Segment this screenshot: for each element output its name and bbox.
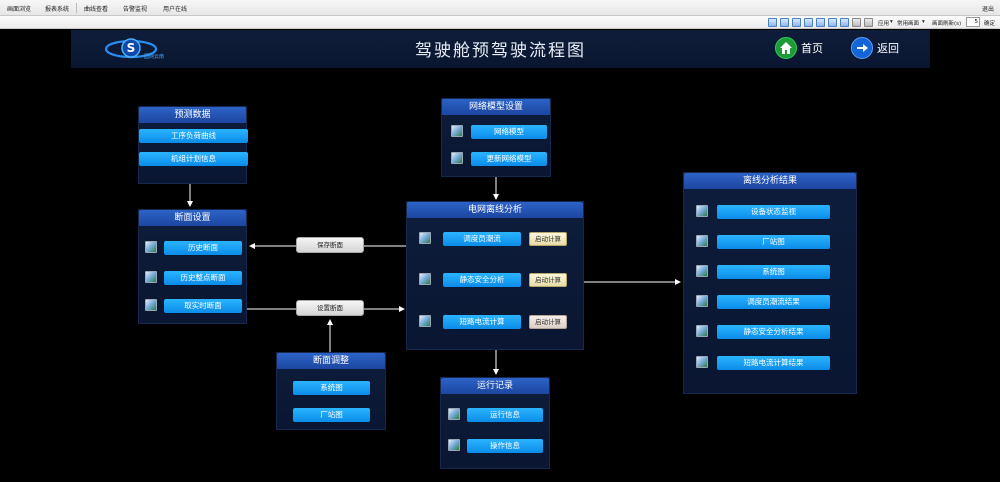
logout-link[interactable]: 退出 <box>981 6 994 13</box>
start-calc-button-short-circuit[interactable]: 启动计算 <box>529 315 567 329</box>
home-icon <box>775 37 797 59</box>
network-model-icon <box>451 125 463 137</box>
hourly-section-button[interactable]: 历史整点断面 <box>164 271 242 285</box>
fit-screen-icon[interactable] <box>840 18 849 27</box>
run-info-button[interactable]: 运行信息 <box>467 408 543 422</box>
common-screen-dropdown-arrow[interactable]: ▾ <box>922 19 925 25</box>
static-security-result-icon <box>696 325 708 337</box>
next-page-icon[interactable] <box>792 18 801 27</box>
save-section-button[interactable]: 保存断面 <box>296 237 364 253</box>
run-log-panel: 运行记录 运行信息 操作信息 <box>440 377 550 469</box>
panel-title: 预测数据 <box>139 107 246 123</box>
panel-title: 运行记录 <box>441 378 549 394</box>
menu-divider <box>76 3 77 13</box>
device-monitor-icon <box>696 205 708 217</box>
static-security-icon <box>419 273 431 285</box>
station-diagram-icon <box>696 235 708 247</box>
history-section-button[interactable]: 历史断面 <box>164 241 242 255</box>
back-button[interactable]: 返回 <box>851 36 899 60</box>
apply-dropdown[interactable]: 应用 <box>878 21 890 27</box>
back-label: 返回 <box>877 42 899 55</box>
result-station-diagram-button[interactable]: 厂站图 <box>717 235 830 249</box>
short-circuit-icon <box>419 315 431 327</box>
refresh-interval-label: 画面刷新(s) <box>932 21 962 27</box>
menu-item-online-users[interactable]: 用户在线 <box>163 6 188 13</box>
static-security-result-button[interactable]: 静态安全分析结果 <box>717 325 830 339</box>
previous-page-icon[interactable] <box>780 18 789 27</box>
home-label: 首页 <box>801 42 823 55</box>
page-title: 驾驶舱预驾驶流程图 <box>415 41 586 61</box>
common-screen-dropdown[interactable]: 常用画面 <box>897 21 920 27</box>
operation-info-icon <box>448 439 460 451</box>
history-section-icon <box>145 241 157 253</box>
logo-text: 国网云南 <box>144 54 165 60</box>
settings-icon[interactable] <box>864 18 873 27</box>
system-diagram-button[interactable]: 系统图 <box>293 381 370 395</box>
static-security-analysis-button[interactable]: 静态安全分析 <box>443 273 521 287</box>
panel-title: 断面设置 <box>139 210 246 226</box>
home-button[interactable]: 首页 <box>775 36 823 60</box>
arrow-right-icon <box>851 37 873 59</box>
short-circuit-result-button[interactable]: 短路电流计算结果 <box>717 356 830 370</box>
company-logo: S <box>104 38 158 59</box>
update-network-model-button[interactable]: 更新网络模型 <box>471 152 547 166</box>
power-flow-result-button[interactable]: 调度员潮流结果 <box>717 295 830 309</box>
start-calc-button-static-security[interactable]: 启动计算 <box>529 273 567 287</box>
menu-item-report-system[interactable]: 报表系统 <box>45 6 70 13</box>
network-model-panel: 网络模型设置 网络模型 更新网络模型 <box>441 98 551 177</box>
realtime-section-icon <box>145 299 157 311</box>
menu-bar: 画面浏览 报表系统 曲线查看 告警监视 用户在线 退出 <box>0 0 1000 16</box>
zoom-out-icon[interactable] <box>828 18 837 27</box>
apply-dropdown-arrow[interactable]: ▾ <box>890 19 893 25</box>
toolbar: 应用 ▾ 常用画面 ▾ 画面刷新(s) 确定 <box>0 16 1000 29</box>
svg-text:S: S <box>127 41 136 55</box>
short-circuit-calc-button[interactable]: 短路电流计算 <box>443 315 521 329</box>
hourly-section-icon <box>145 271 157 283</box>
network-model-button[interactable]: 网络模型 <box>471 125 547 139</box>
short-circuit-result-icon <box>696 356 708 368</box>
unit-plan-info-button[interactable]: 机组计划信息 <box>139 152 248 166</box>
start-calc-button-power-flow[interactable]: 启动计算 <box>529 232 567 246</box>
confirm-button[interactable]: 确定 <box>984 21 996 27</box>
dispatcher-power-flow-icon <box>419 232 431 244</box>
last-page-icon[interactable] <box>804 18 813 27</box>
menu-item-alarm-monitor[interactable]: 告警监视 <box>123 6 148 13</box>
device-status-monitor-button[interactable]: 设备状态监视 <box>717 205 830 219</box>
panel-title: 断面调整 <box>277 353 385 369</box>
print-icon[interactable] <box>852 18 861 27</box>
update-network-model-icon <box>451 152 463 164</box>
menu-item-curve-view[interactable]: 曲线查看 <box>84 6 109 13</box>
page-header: S 国网云南 驾驶舱预驾驶流程图 首页 返回 <box>71 30 930 68</box>
offline-results-panel: 离线分析结果 设备状态监视 厂站图 系统图 调度员潮流结果 静态安全分析结果 短… <box>683 172 857 394</box>
zoom-in-icon[interactable] <box>816 18 825 27</box>
section-settings-panel: 断面设置 历史断面 历史整点断面 取实时断面 <box>138 209 247 324</box>
dispatcher-power-flow-button[interactable]: 调度员潮流 <box>443 232 521 246</box>
system-diagram-icon <box>696 265 708 277</box>
section-adjust-panel: 断面调整 系统图 厂站图 <box>276 352 386 430</box>
menu-item-screen-browse[interactable]: 画面浏览 <box>7 6 32 13</box>
refresh-interval-input[interactable] <box>966 17 980 27</box>
panel-title: 网络模型设置 <box>442 99 550 115</box>
set-section-button[interactable]: 设置断面 <box>296 300 364 316</box>
panel-title: 电网离线分析 <box>407 202 583 218</box>
first-page-icon[interactable] <box>768 18 777 27</box>
grid-offline-analysis-panel: 电网离线分析 调度员潮流 启动计算 静态安全分析 启动计算 短路电流计算 启动计… <box>406 201 584 350</box>
run-info-icon <box>448 408 460 420</box>
forecast-data-panel: 预测数据 工序负荷曲线 机组计划信息 <box>138 106 248 184</box>
process-load-curve-button[interactable]: 工序负荷曲线 <box>139 129 248 143</box>
panel-title: 离线分析结果 <box>684 173 856 189</box>
station-diagram-button[interactable]: 厂站图 <box>293 408 370 422</box>
result-system-diagram-button[interactable]: 系统图 <box>717 265 830 279</box>
realtime-section-button[interactable]: 取实时断面 <box>164 299 242 313</box>
power-flow-result-icon <box>696 295 708 307</box>
operation-info-button[interactable]: 操作信息 <box>467 439 543 453</box>
